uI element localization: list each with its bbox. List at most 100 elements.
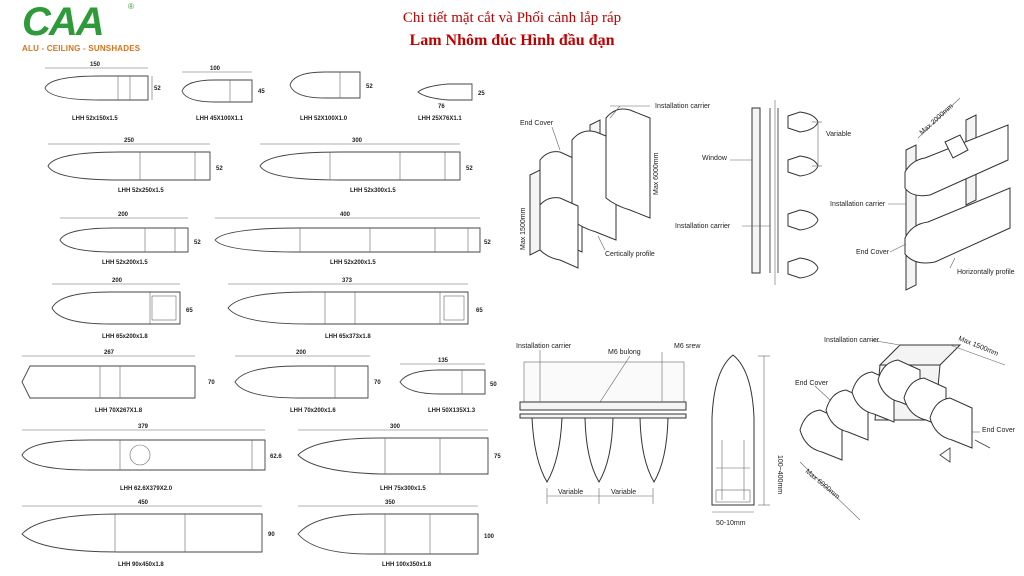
profile-70x267: 267 70 LHH 70X267X1.8	[21, 350, 215, 414]
profile-height-dim: 62.6	[270, 454, 282, 460]
label-installation-carrier: Installation carrier	[675, 223, 731, 230]
profile-height-dim: 52	[366, 84, 373, 90]
brand-logo: CAA	[22, 0, 105, 44]
profile-height-dim: 75	[494, 454, 501, 460]
label-end-cover: End Cover	[982, 427, 1016, 434]
label-horizontally-profile: Horizontally profile	[957, 269, 1015, 276]
profile-width-dim: 450	[138, 500, 149, 506]
profile-height-dim: 52	[216, 166, 223, 172]
label-variable: Variable	[558, 489, 583, 496]
profile-65x200: 200 65 LHH 65x200x1.8	[51, 278, 193, 340]
profile-height-dim: 25	[478, 91, 485, 97]
profile-height-dim: 52	[194, 240, 201, 246]
profile-52x100: 52 LHH 52X100X1.0	[289, 71, 373, 122]
profile-height-dim: 52	[484, 240, 491, 246]
registered-mark: ®	[128, 2, 134, 11]
label-end-cover: End Cover	[795, 380, 829, 387]
profile-height-dim: 65	[476, 308, 483, 314]
profile-width-dim: 350	[385, 500, 396, 506]
profile-height-dim: 70	[374, 380, 381, 386]
profile-52x200: 200 52 LHH 52x200x1.5	[59, 212, 201, 266]
profile-width-dim: 200	[118, 212, 129, 218]
profile-70x200: 200 70 LHH 70x200x1.6	[234, 350, 381, 414]
profile-label: LHH 52x200x1.5	[330, 260, 376, 266]
profile-width-dim: 267	[104, 350, 115, 356]
profile-width-dim: 300	[352, 138, 363, 144]
label-max-1500: Max 1500mm	[520, 207, 527, 250]
profile-label: LHH 65x373x1.8	[325, 334, 371, 340]
profile-65x373: 373 65 LHH 65x373x1.8	[227, 278, 483, 340]
profile-width-dim: 379	[138, 424, 149, 430]
profile-width-dim: 250	[124, 138, 135, 144]
label-window: Window	[702, 155, 728, 162]
label-width-range: 50-10mm	[716, 520, 746, 527]
label-max-6000: Max 6000mm	[804, 468, 841, 501]
section-detail: 100~400mm 50-10mm	[711, 354, 783, 527]
profile-label: LHH 70X267X1.8	[95, 408, 143, 414]
profile-90x450: 450 90 LHH 90x450x1.8	[21, 500, 275, 568]
assembly-louver: Installation carrier Max 1500mm End Cove…	[795, 335, 1016, 521]
profile-45x100: 100 45 LHH 45X100X1.1	[181, 66, 265, 122]
profile-width-dim: 200	[296, 350, 307, 356]
profile-width-dim: 200	[112, 278, 123, 284]
profile-50x135: 135 50 LHH 50X135X1.3	[399, 358, 497, 414]
profile-label: LHH 70x200x1.6	[290, 408, 336, 414]
profile-label: LHH 90x450x1.8	[118, 562, 164, 568]
label-end-cover: End Cover	[520, 120, 554, 127]
profile-label: LHH 52x250x1.5	[118, 188, 164, 194]
profile-label: LHH 52X100X1.0	[300, 116, 348, 122]
profile-width-dim: 135	[438, 358, 449, 364]
profile-height-dim: 45	[258, 89, 265, 95]
assembly-ceiling: Installation carrier M6 bulong M6 srew V…	[516, 343, 701, 504]
profile-height-dim: 52	[154, 86, 161, 92]
label-height-range: 100~400mm	[776, 455, 783, 494]
label-max-2000: Max 2000mm	[919, 103, 955, 137]
label-m6-bulong: M6 bulong	[608, 349, 641, 356]
profile-height-dim: 52	[466, 166, 473, 172]
label-end-cover: End Cover	[856, 249, 890, 256]
profile-height-dim: 70	[208, 380, 215, 386]
assembly-vertical: Installation carrier End Cover Max 1500m…	[520, 103, 711, 269]
label-variable: Variable	[611, 489, 636, 496]
page-subtitle: Lam Nhôm đúc Hình đầu đạn	[409, 32, 615, 49]
label-max-6000: Max 6000mm	[653, 152, 660, 195]
profile-52x400: 400 52 LHH 52x200x1.5	[214, 212, 491, 266]
profile-width-dim: 150	[90, 62, 101, 68]
label-installation-carrier: Installation carrier	[824, 337, 880, 344]
profile-label: LHH 75x300x1.5	[380, 486, 426, 492]
label-installation-carrier: Installation carrier	[655, 103, 711, 110]
label-variable: Variable	[826, 131, 851, 138]
profile-label: LHH 65x200x1.8	[102, 334, 148, 340]
profile-75x300: 300 75 LHH 75x300x1.5	[297, 424, 501, 492]
profile-width-dim: 76	[438, 104, 445, 110]
label-max-1500: Max 1500mm	[957, 335, 999, 357]
profile-label: LHH 62.6X379X2.0	[120, 486, 173, 492]
profile-25x76: 76 25 LHH 25X76X1.1	[417, 83, 485, 122]
profile-label: LHH 25X76X1.1	[418, 116, 462, 122]
profile-label: LHH 100x350x1.8	[382, 562, 432, 568]
profile-width-dim: 300	[390, 424, 401, 430]
profile-height-dim: 50	[490, 382, 497, 388]
profile-label: LHH 45X100X1.1	[196, 116, 244, 122]
page-title: Chi tiết mặt cắt và Phối cảnh lắp ráp	[402, 10, 622, 26]
profile-height-dim: 90	[268, 532, 275, 538]
profile-label: LHH 52x200x1.5	[102, 260, 148, 266]
profile-width-dim: 373	[342, 278, 353, 284]
assembly-horizontal: Max 2000mm Installation carrier End Cove…	[830, 97, 1015, 291]
profile-label: LHH 52x150x1.5	[72, 116, 118, 122]
profile-62x379: 379 62.6 LHH 62.6X379X2.0	[21, 424, 282, 492]
profile-100x350: 350 100 LHH 100x350x1.8	[297, 500, 495, 568]
label-installation-carrier: Installation carrier	[830, 201, 886, 208]
profile-width-dim: 100	[210, 66, 221, 72]
profile-52x250: 250 52 LHH 52x250x1.5	[47, 138, 223, 194]
profile-height-dim: 100	[484, 534, 495, 540]
label-m6-screw: M6 srew	[674, 343, 701, 350]
profile-52x150: 150 52 LHH 52x150x1.5	[44, 62, 161, 122]
profile-label: LHH 50X135X1.3	[428, 408, 476, 414]
profile-label: LHH 52x300x1.5	[350, 188, 396, 194]
assembly-window: Variable Window Installation carrier	[675, 100, 851, 285]
profile-52x300: 300 52 LHH 52x300x1.5	[259, 138, 473, 194]
profile-width-dim: 400	[340, 212, 351, 218]
profile-height-dim: 65	[186, 308, 193, 314]
